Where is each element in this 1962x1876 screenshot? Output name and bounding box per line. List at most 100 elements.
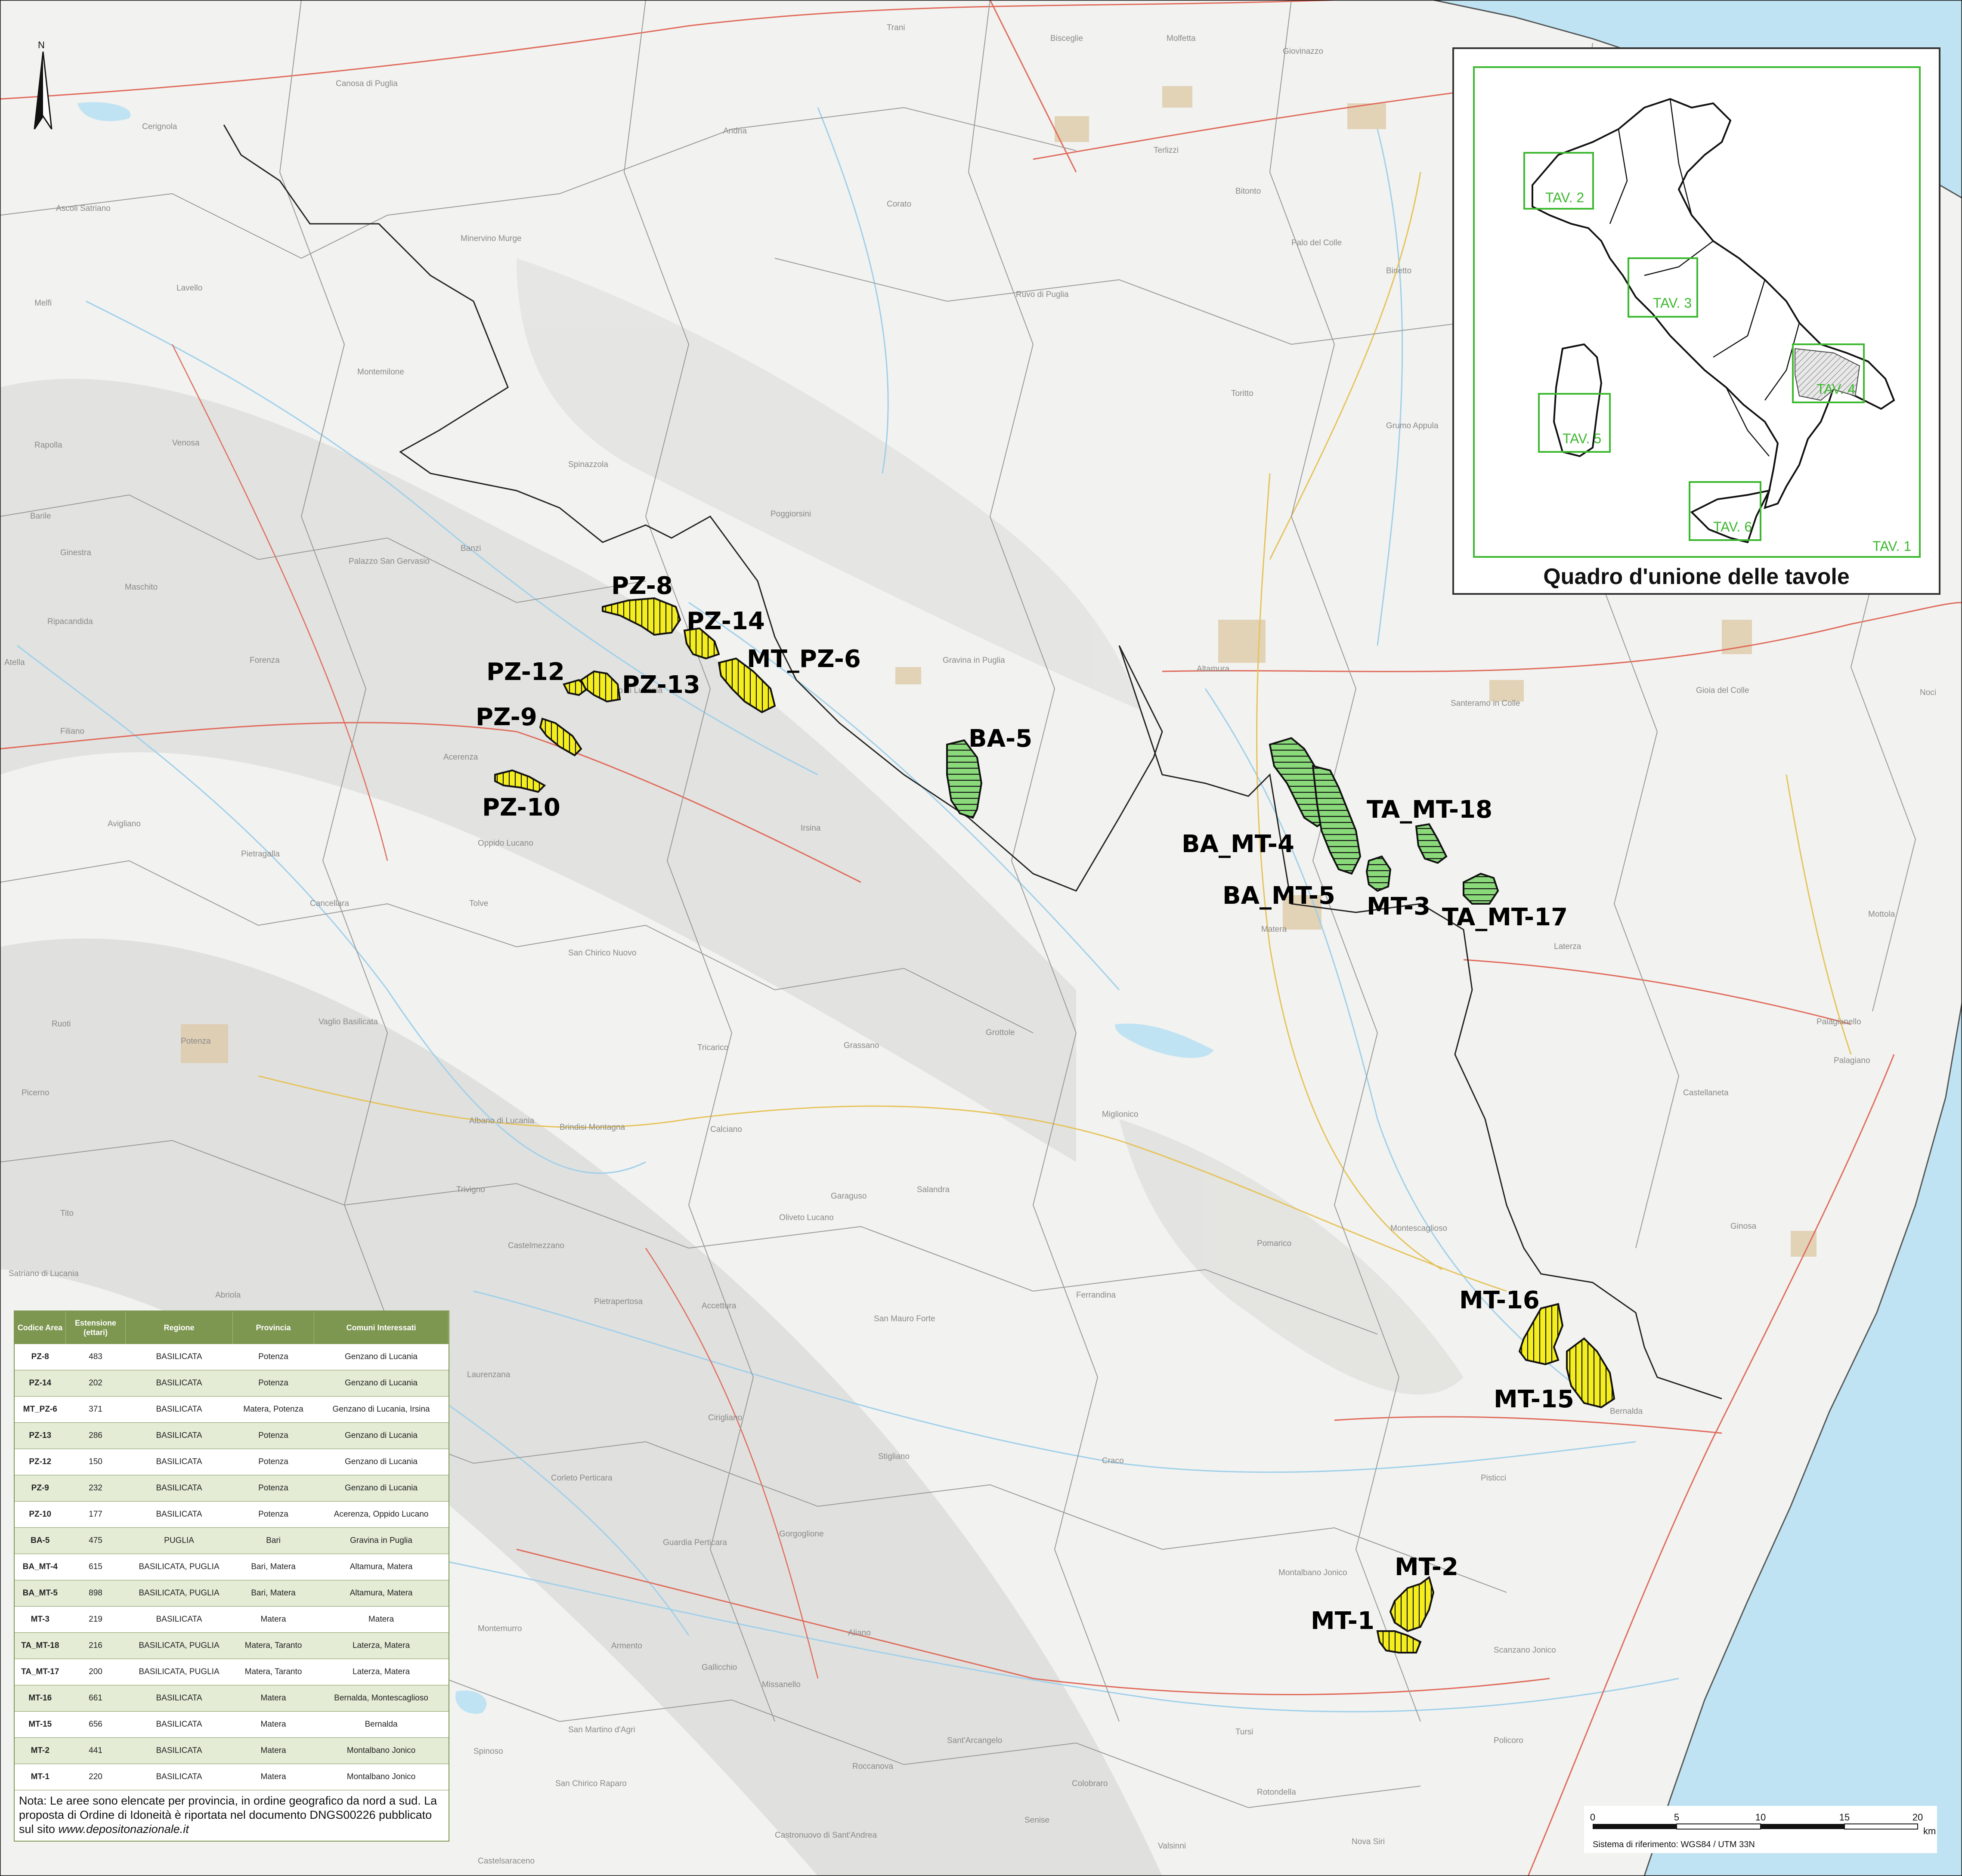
place-label: Mottola	[1868, 910, 1895, 919]
legend-cell: Bernalda, Montescaglioso	[314, 1685, 449, 1712]
place-label: Montemilone	[357, 368, 404, 377]
place-label: Tito	[60, 1209, 74, 1218]
place-label: Corleto Perticara	[551, 1474, 613, 1483]
place-label: Laurenzana	[467, 1370, 511, 1379]
area-mt-3[interactable]	[1365, 855, 1392, 892]
inset-label-tav1: TAV. 1	[1872, 538, 1911, 554]
legend-cell: 371	[65, 1396, 126, 1423]
place-label: Maschito	[125, 583, 158, 592]
legend-cell: Bari	[232, 1527, 314, 1554]
regional-boundary	[223, 124, 1722, 1400]
note-site-link[interactable]: www.depositonazionale.it	[58, 1823, 189, 1836]
place-label: Santeramo in Colle	[1451, 699, 1520, 708]
legend-cell: BASILICATA	[125, 1501, 233, 1528]
legend-cell: PZ-10	[15, 1501, 66, 1528]
place-label: Rotondella	[1257, 1788, 1296, 1797]
place-label: Palagianello	[1817, 1017, 1861, 1026]
place-label: Gorgoglione	[779, 1530, 824, 1539]
scale-bar: 0 5 10 15 20 km Sistema di riferimento: …	[1584, 1806, 1937, 1853]
inset-frame-tav2	[1523, 152, 1594, 210]
legend-cell: Potenza	[232, 1422, 314, 1449]
area-pz-14[interactable]	[683, 627, 720, 660]
place-label: Senise	[1024, 1816, 1049, 1825]
place-label: Grottole	[986, 1028, 1015, 1037]
legend-cell: MT_PZ-6	[15, 1396, 66, 1423]
place-label: Oppido Lucano	[478, 839, 533, 848]
area-ta-mt-18[interactable]	[1415, 823, 1448, 864]
ionian-sea	[1644, 1003, 1962, 1876]
place-label: Palagiano	[1834, 1056, 1870, 1065]
legend-cell: PZ-9	[15, 1475, 66, 1502]
area-label: BA-5	[969, 725, 1032, 753]
place-label: Spinoso	[473, 1747, 503, 1756]
inset-label-tav6: TAV. 6	[1713, 519, 1752, 535]
area-mt-1[interactable]	[1376, 1630, 1422, 1653]
place-label: Ginosa	[1730, 1222, 1757, 1231]
place-label: Melfi	[34, 299, 52, 308]
area-pz-9[interactable]	[539, 717, 582, 757]
place-label: Guardia Perticara	[663, 1538, 727, 1547]
area-pz-12[interactable]	[563, 679, 589, 696]
area-label: TA_MT-18	[1367, 796, 1492, 824]
area-pz-13[interactable]	[580, 670, 621, 703]
legend-panel: Codice Area Estensione (ettari) Regione …	[14, 1310, 449, 1842]
place-label: Stigliano	[878, 1452, 910, 1461]
legend-cell: Potenza	[232, 1501, 314, 1528]
legend-cell: Matera	[232, 1606, 314, 1633]
legend-cell: MT-2	[15, 1737, 66, 1764]
inset-study-area	[1795, 348, 1860, 401]
place-label: Cerignola	[142, 122, 177, 131]
area-ba-5[interactable]	[946, 739, 983, 819]
place-label: Lavello	[176, 284, 202, 293]
area-pz-8[interactable]	[602, 597, 681, 636]
legend-cell: Altamura, Matera	[314, 1580, 449, 1607]
area-mt-15[interactable]	[1566, 1337, 1615, 1409]
area-label: BA_MT-4	[1182, 830, 1294, 858]
legend-cell: BASILICATA	[125, 1449, 233, 1475]
place-label: Ferrandina	[1076, 1291, 1116, 1300]
place-label: Brindisi Montagna	[560, 1123, 625, 1132]
place-label: Venosa	[172, 439, 200, 448]
area-mt-2[interactable]	[1389, 1576, 1435, 1632]
legend-cell: Potenza	[232, 1449, 314, 1475]
inset-label-tav2: TAV. 2	[1545, 190, 1584, 205]
place-label: Montalbano Jonico	[1278, 1568, 1347, 1577]
legend-cell: 441	[65, 1737, 126, 1764]
place-label: Corato	[887, 200, 911, 209]
legend-header: Codice Area	[15, 1311, 66, 1344]
legend-cell: 615	[65, 1554, 126, 1580]
place-label: Andria	[723, 127, 747, 136]
area-label: PZ-9	[476, 703, 537, 731]
place-label: Miglionico	[1102, 1110, 1138, 1119]
legend-cell: Genzano di Lucania	[314, 1344, 449, 1370]
place-label: Binetto	[1386, 266, 1411, 275]
place-label: Grassano	[844, 1041, 879, 1050]
place-label: Roccanova	[852, 1762, 893, 1771]
legend-cell: 200	[65, 1659, 126, 1685]
place-label: Picerno	[22, 1088, 49, 1097]
area-ta-mt-17[interactable]	[1463, 872, 1499, 905]
place-label: Gioia del Colle	[1696, 686, 1749, 695]
area-mt-16[interactable]	[1518, 1303, 1564, 1366]
area-label: PZ-10	[482, 794, 560, 822]
legend-cell: Altamura, Matera	[314, 1554, 449, 1580]
area-label: PZ-14	[687, 607, 765, 635]
area-pz-10[interactable]	[494, 769, 546, 793]
urban-areas	[181, 86, 1817, 1257]
legend-cell: Potenza	[232, 1475, 314, 1502]
area-label: MT-2	[1395, 1553, 1458, 1581]
legend-header: Estensione (ettari)	[65, 1311, 126, 1344]
scale-tick: 10	[1755, 1812, 1766, 1823]
area-mt-pz-6[interactable]	[718, 657, 776, 714]
legend-cell: BASILICATA, PUGLIA	[125, 1580, 233, 1607]
area-ba-mt-5[interactable]	[1312, 765, 1362, 875]
area-label: PZ-12	[486, 658, 565, 686]
inset-frame-tav3	[1628, 257, 1698, 318]
legend-cell: 656	[65, 1711, 126, 1738]
legend-cell: TA_MT-17	[15, 1659, 66, 1685]
north-label: N	[38, 40, 45, 50]
legend-cell: MT-1	[15, 1764, 66, 1790]
